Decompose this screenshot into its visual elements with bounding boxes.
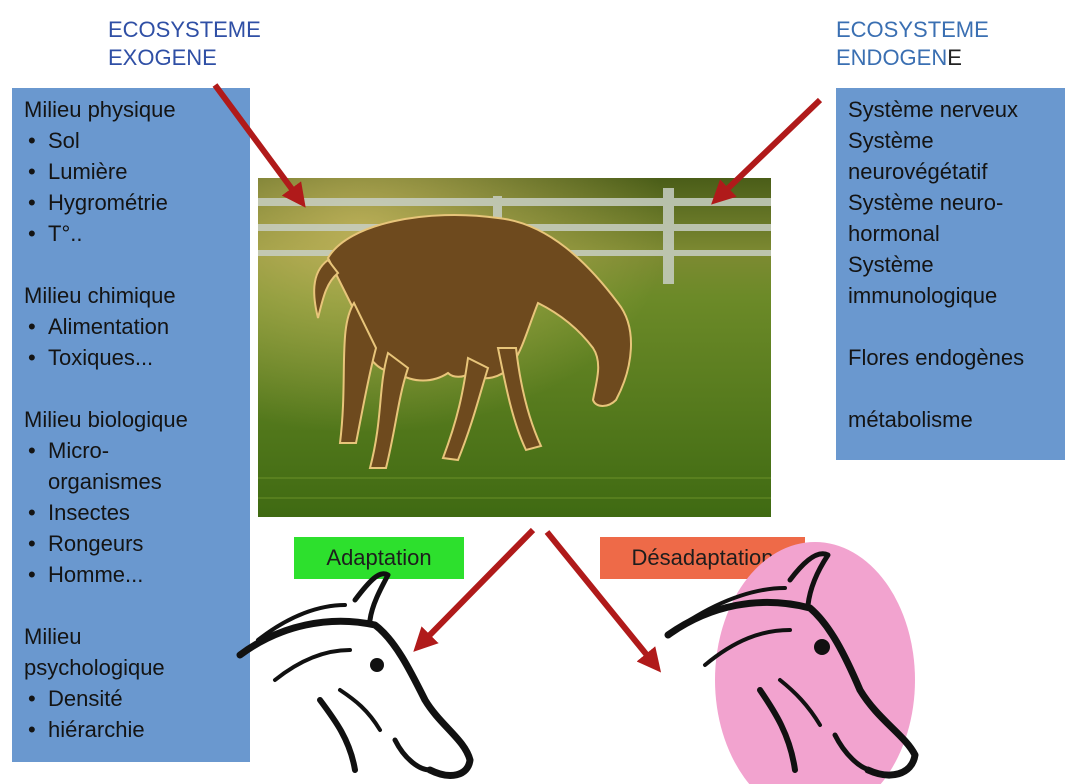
horse-head-icon-adaptation — [240, 574, 470, 776]
arrow-photo-to-desadaptation — [547, 532, 655, 665]
arrow-exogene-to-photo — [215, 85, 300, 200]
arrow-photo-to-adaptation — [420, 530, 533, 645]
arrow-endogene-to-photo — [718, 100, 820, 198]
